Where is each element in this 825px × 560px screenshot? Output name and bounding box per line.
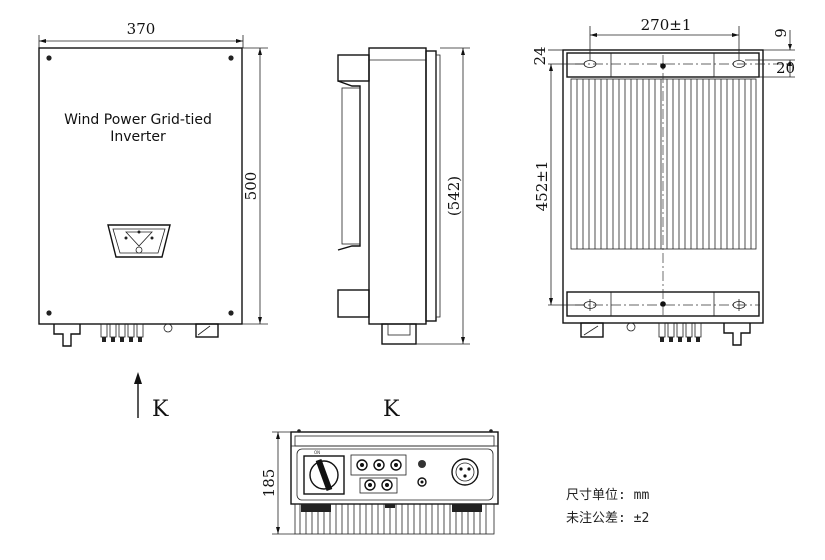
side-depth-dimension: (542) (445, 176, 463, 216)
logo-badge (107, 224, 171, 258)
product-title-line2: Inverter (110, 129, 166, 145)
edge-dimension-9: 9 (772, 28, 790, 38)
rear-view: 270±1 9 20 24 452±1 (531, 16, 795, 346)
edge-dimension-20: 20 (776, 59, 795, 77)
bottom-fins (294, 503, 495, 535)
vertical-hole-spacing-dimension: 452±1 (533, 161, 551, 212)
svg-text:ON: ON (314, 450, 320, 455)
connector-group (350, 454, 407, 494)
front-view: 370 Wind Power Grid-tied Inverter 500 (38, 20, 268, 347)
rotary-switch: ON (303, 450, 345, 495)
bottom-height-dimension: 185 (260, 469, 278, 498)
rear-bottom-connectors (580, 322, 751, 346)
heatsink-fins (570, 78, 757, 250)
front-bottom-connectors (53, 323, 219, 347)
ac-connector (451, 458, 479, 486)
drawing-notes: 尺寸单位: mm 未注公差: ±2 (566, 488, 649, 526)
front-width-dimension: 370 (127, 20, 156, 38)
tolerance-note: 未注公差: ±2 (566, 511, 649, 526)
product-title-line1: Wind Power Grid-tied (64, 112, 212, 128)
side-view: (542) (337, 47, 470, 345)
hole-spacing-dimension: 270±1 (641, 16, 692, 34)
bottom-view-label: K (383, 397, 400, 422)
bottom-view: K ON (260, 397, 499, 535)
top-offset-dimension: 24 (531, 46, 549, 65)
units-note: 尺寸单位: mm (566, 488, 649, 503)
view-arrow: K (134, 372, 169, 422)
front-height-dimension: 500 (242, 172, 260, 201)
view-arrow-label: K (152, 397, 169, 422)
